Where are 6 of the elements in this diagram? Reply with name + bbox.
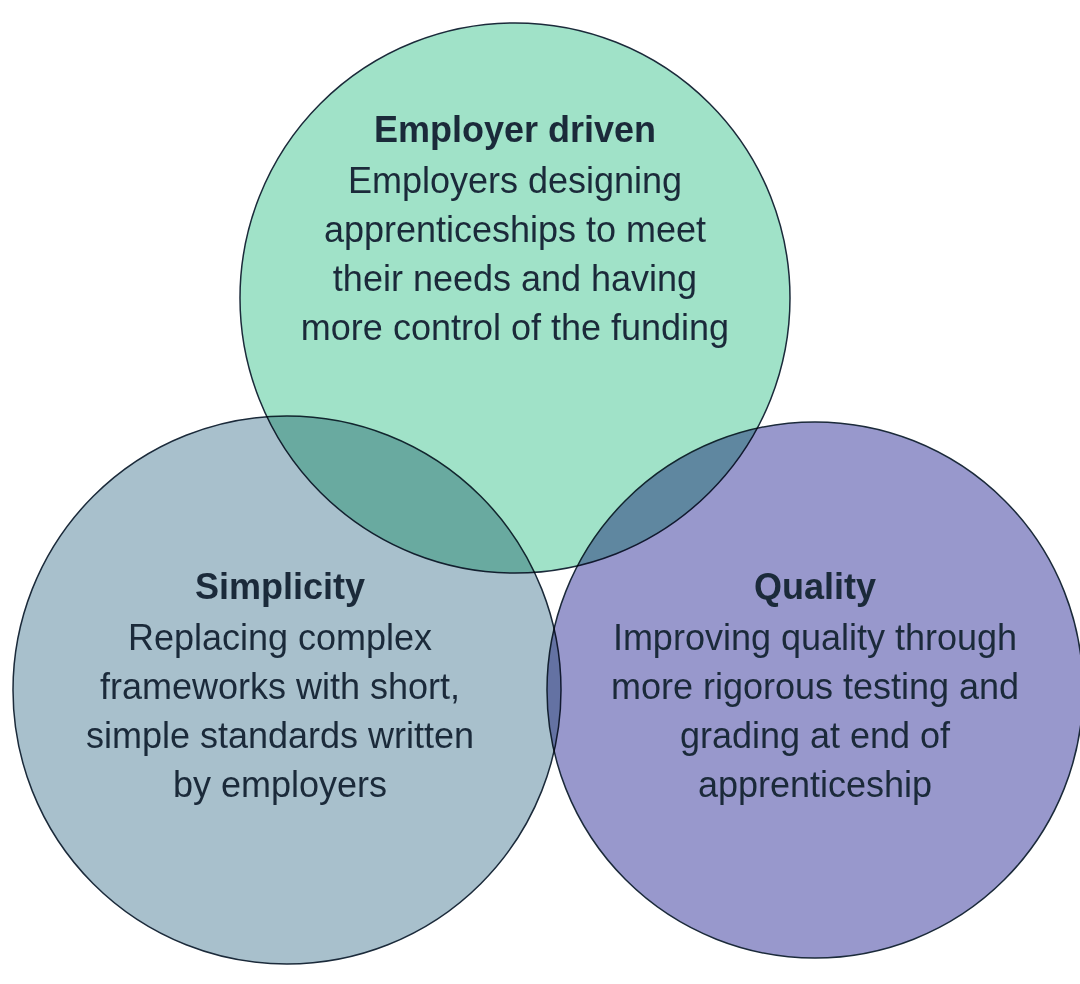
circle-heading: Quality xyxy=(753,565,877,609)
circle-description: Replacing complex frameworks with short, simple standards written by employers xyxy=(84,616,476,807)
circle-description: Employers designing apprenticeships to meet their needs and having more control of the funding xyxy=(299,159,731,350)
circle-description: Improving quality through more rigorous testing and grading at end of apprenticeship xyxy=(610,616,1020,807)
circle-heading: Employer driven xyxy=(372,108,658,152)
circle-heading: Simplicity xyxy=(193,565,367,609)
